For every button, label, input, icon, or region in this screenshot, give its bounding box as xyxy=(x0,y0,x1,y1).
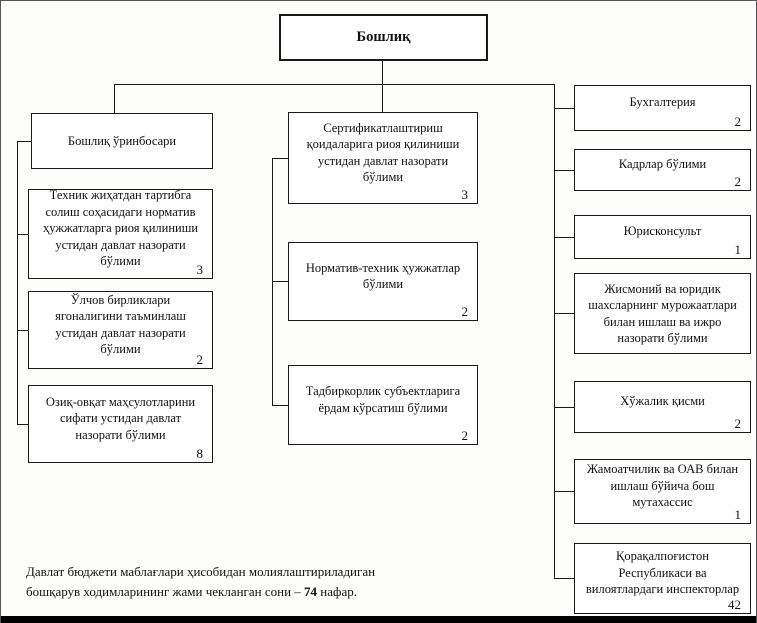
staff-count: 2 xyxy=(461,428,469,443)
staff-count: 3 xyxy=(461,187,469,202)
connector-top-bus xyxy=(114,84,555,85)
connector-stub xyxy=(554,313,574,314)
staff-count: 8 xyxy=(196,446,204,461)
node-label: Озиқ-овқат маҳсулотларини сифати устидан… xyxy=(45,394,196,442)
node-technical-regulation-dept: Техник жиҳатдан тартибга солиш соҳасидаг… xyxy=(28,188,213,279)
staff-count: 2 xyxy=(734,114,742,129)
connector-stub xyxy=(17,330,28,331)
node-label: Ўлчов бирликлари ягоналигини таъминлаш у… xyxy=(55,292,186,357)
node-label: Техник жиҳатдан тартибга солиш соҳасидаг… xyxy=(42,188,199,269)
node-food-quality-dept: Озиқ-овқат маҳсулотларини сифати устидан… xyxy=(28,385,213,463)
node-label: Хўжалик қисми xyxy=(620,394,705,409)
node-label: Қорақалпоғистон Республикаси ва вилоятла… xyxy=(585,549,740,597)
footnote-total-count: 74 xyxy=(304,584,318,599)
connector-stub xyxy=(554,237,574,238)
node-label: Жисмоний ва юридик шахсларнинг мурожаатл… xyxy=(588,281,737,346)
connector-chief-drop xyxy=(382,61,383,112)
node-public-media-specialist: Жамоатчилик ва ОАВ билан ишлаш бўйича бо… xyxy=(574,459,751,524)
node-label: Сертификатлаштириш қоидаларига риоя қили… xyxy=(306,120,460,185)
staff-count: 2 xyxy=(734,416,742,431)
connector-stub xyxy=(272,281,288,282)
connector-left-trunk xyxy=(17,141,18,424)
connector-stub xyxy=(554,170,574,171)
footnote-text: Давлат бюджети маблағлари ҳисобидан моли… xyxy=(26,564,376,599)
bottom-border-rule xyxy=(1,616,756,623)
node-label: Тадбиркорлик субъектларига ёрдам кўрсати… xyxy=(305,384,461,415)
node-label: Жамоатчилик ва ОАВ билан ишлаш бўйича бо… xyxy=(586,462,739,510)
staff-count: 3 xyxy=(196,262,204,277)
connector-bus-left-drop xyxy=(114,84,115,113)
staff-count: 2 xyxy=(196,352,204,367)
node-accounting: Бухгалтерия 2 xyxy=(574,85,751,131)
node-legal-counsel: Юрисконсульт 1 xyxy=(574,215,751,259)
node-chief: Бошлиқ xyxy=(279,14,488,61)
connector-stub xyxy=(554,108,574,109)
node-certification-rules-dept: Сертификатлаштириш қоидаларига риоя қили… xyxy=(288,112,478,204)
footnote-text: нафар. xyxy=(317,584,357,599)
staff-count: 1 xyxy=(734,507,742,522)
connector-stub xyxy=(554,407,574,408)
node-label: Бошлиқ xyxy=(356,29,411,46)
staff-count: 42 xyxy=(728,597,741,612)
connector-stub xyxy=(17,141,31,142)
connector-stub xyxy=(17,424,28,425)
connector-stub xyxy=(17,234,28,235)
node-appeals-execution-control-dept: Жисмоний ва юридик шахсларнинг мурожаатл… xyxy=(574,273,751,354)
node-facilities-unit: Хўжалик қисми 2 xyxy=(574,381,751,433)
node-label: Юрисконсульт xyxy=(623,224,702,239)
staff-count: 2 xyxy=(734,174,742,189)
node-label: Бухгалтерия xyxy=(629,95,696,110)
node-deputy-chief: Бошлиқ ўринбосари xyxy=(31,113,213,169)
node-hr-dept: Кадрлар бўлими 2 xyxy=(574,149,751,191)
connector-stub xyxy=(554,578,574,579)
node-label: Норматив-техник ҳужжатлар бўлими xyxy=(305,260,461,292)
node-label: Кадрлар бўлими xyxy=(618,157,707,172)
staff-limit-footnote: Давлат бюджети маблағлари ҳисобидан моли… xyxy=(26,562,416,602)
staff-count: 2 xyxy=(461,304,469,319)
connector-stub xyxy=(554,491,574,492)
node-normative-technical-docs-dept: Норматив-техник ҳужжатлар бўлими 2 xyxy=(288,242,478,321)
connector-right-trunk xyxy=(554,84,555,578)
node-regional-inspectors: Қорақалпоғистон Республикаси ва вилоятла… xyxy=(574,543,751,614)
connector-stub xyxy=(272,405,288,406)
staff-count: 1 xyxy=(734,242,742,257)
node-business-support-dept: Тадбиркорлик субъектларига ёрдам кўрсати… xyxy=(288,365,478,445)
node-label: Бошлиқ ўринбосари xyxy=(67,133,177,148)
node-measurement-units-dept: Ўлчов бирликлари ягоналигини таъминлаш у… xyxy=(28,291,213,369)
connector-stub xyxy=(272,158,288,159)
